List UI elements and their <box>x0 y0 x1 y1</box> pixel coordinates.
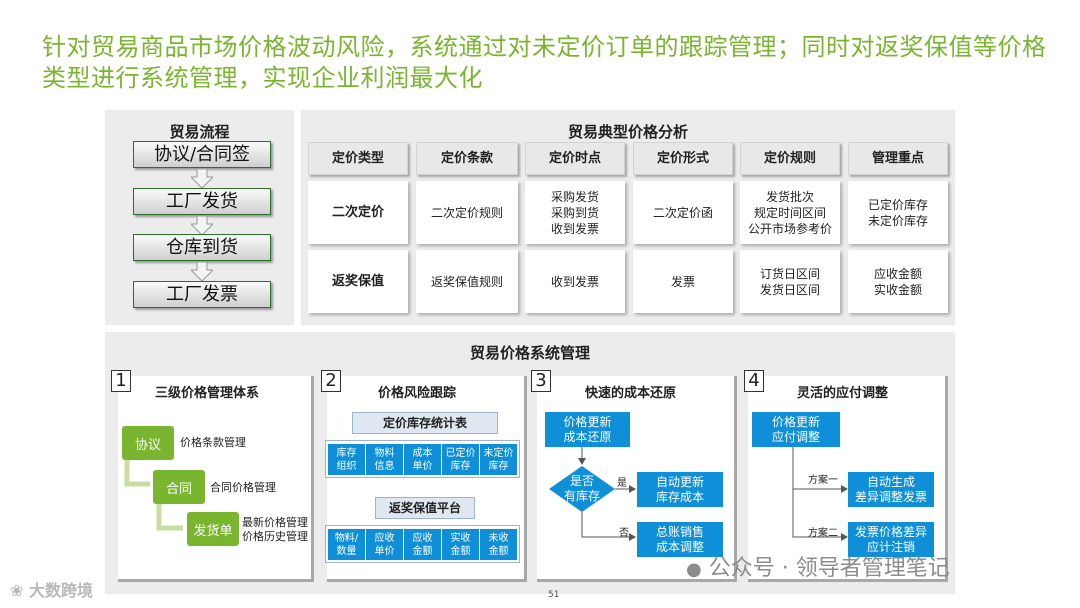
page-number: 51 <box>548 590 560 600</box>
watermark-right: ● 公众号 · 领导者管理笔记 <box>686 556 950 581</box>
table-cell: 发票 <box>633 250 733 313</box>
flow-step-arrive: 仓库到货 <box>133 234 271 261</box>
flow-step-ship: 工厂发货 <box>133 188 271 215</box>
agreement-box: 协议 <box>122 426 174 460</box>
table-cell: 库存 组织 <box>328 444 366 475</box>
auto-update-cost-box: 自动更新 库存成本 <box>637 472 723 507</box>
down-arrow-icon <box>191 262 213 282</box>
flow-step-invoice: 工厂发票 <box>133 281 271 308</box>
table-cell: 成本 单价 <box>404 444 442 475</box>
panel-number: 2 <box>321 370 341 392</box>
table-cell: 返奖保值规则 <box>416 250 518 313</box>
table-cell: 未定价 库存 <box>480 444 518 475</box>
panel-number: 4 <box>744 370 764 392</box>
header-management-focus: 管理重点 <box>848 142 948 175</box>
table-cell: 采购发货 采购到货 收到发票 <box>525 181 625 244</box>
panel-title: 价格风险跟踪 <box>378 386 457 401</box>
inventory-decision: 是否 有库存 <box>563 474 600 503</box>
watermark-logo-icon: ❀ <box>10 581 29 600</box>
panel-number: 1 <box>111 370 131 392</box>
table-cell: 返奖保值 <box>308 250 408 313</box>
option-one-label: 方案一 <box>808 475 838 486</box>
table-cell: 应收金额 实收金额 <box>848 250 948 313</box>
option-two-label: 方案二 <box>808 528 838 539</box>
table-cell: 未收 金额 <box>480 529 518 560</box>
level-label: 最新价格管理 价格历史管理 <box>242 516 308 543</box>
header-pricing-time: 定价时点 <box>525 142 625 175</box>
invoice-diff-writeoff-box: 发票价格差异 应计注销 <box>848 522 934 557</box>
table-cell: 应收 单价 <box>366 529 404 560</box>
delivery-note-box: 发货单 <box>187 512 239 546</box>
inventory-stat-title: 定价库存统计表 <box>352 412 498 434</box>
rebate-platform-title: 返奖保值平台 <box>375 497 475 519</box>
table-cell: 收到发票 <box>525 250 625 313</box>
header-pricing-rule: 定价规则 <box>740 142 840 175</box>
table-cell: 发货批次 规定时间区间 公开市场参考价 <box>740 181 840 244</box>
table-cell: 二次定价函 <box>633 181 733 244</box>
watermark-left: ❀ 大数跨境 <box>10 581 93 600</box>
auto-diff-invoice-box: 自动生成 差异调整发票 <box>848 472 934 507</box>
level-label: 合同价格管理 <box>210 481 276 494</box>
flow-title: 贸易流程 <box>169 123 230 141</box>
trade-flow-panel: 贸易流程 协议/合同签 工厂发货 仓库到货 工厂发票 <box>105 110 294 325</box>
panel-title: 快速的成本还原 <box>585 386 677 401</box>
table-cell: 应收 金额 <box>404 529 442 560</box>
table-cell: 二次定价规则 <box>416 181 518 244</box>
table-cell: 订货日区间 发货日区间 <box>740 250 840 313</box>
contract-box: 合同 <box>153 470 205 504</box>
no-label: 否 <box>619 528 629 539</box>
panel-title: 灵活的应付调整 <box>797 386 889 401</box>
page-title: 针对贸易商品市场价格波动风险，系统通过对未定价订单的跟踪管理；同时对返奖保值等价… <box>42 33 1047 92</box>
gl-cost-adjust-box: 总账销售 成本调整 <box>637 522 723 557</box>
three-level-panel <box>118 376 314 582</box>
table-cell: 已定价库存 未定价库存 <box>848 181 948 244</box>
table-cell: 已定价 库存 <box>442 444 480 475</box>
analysis-title: 贸易典型价格分析 <box>567 123 688 141</box>
header-pricing-form: 定价形式 <box>633 142 733 175</box>
price-update-payable-box: 价格更新 应付调整 <box>752 412 840 447</box>
flow-step-contract: 协议/合同签 <box>133 141 271 168</box>
down-arrow-icon <box>191 169 213 189</box>
panel-title: 三级价格管理体系 <box>155 386 260 401</box>
table-cell: 物料 信息 <box>366 444 404 475</box>
panel-number: 3 <box>531 370 551 392</box>
yes-label: 是 <box>617 478 627 489</box>
price-analysis-panel: 贸易典型价格分析 <box>301 110 955 325</box>
down-arrow-icon <box>191 216 213 236</box>
header-pricing-clause: 定价条款 <box>416 142 518 175</box>
level-label: 价格条款管理 <box>180 436 246 449</box>
system-title: 贸易价格系统管理 <box>469 344 590 362</box>
table-cell: 二次定价 <box>308 181 408 244</box>
table-cell: 物料/ 数量 <box>328 529 366 560</box>
price-update-cost-box: 价格更新 成本还原 <box>545 412 630 447</box>
header-pricing-type: 定价类型 <box>308 142 408 175</box>
wechat-icon: ● <box>686 559 702 580</box>
table-cell: 实收 金额 <box>442 529 480 560</box>
